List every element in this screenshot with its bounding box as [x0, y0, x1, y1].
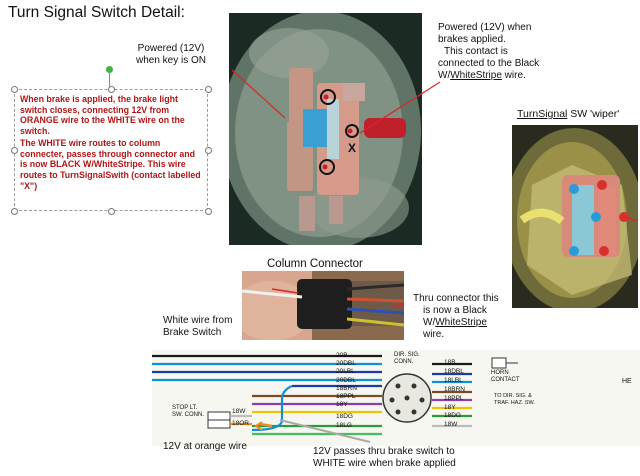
- wire-label-left-1: 20DBL: [336, 360, 356, 368]
- stop-light-switch: [207, 411, 252, 429]
- wire-label-left-0: 20B: [336, 352, 348, 359]
- wire-label-right-5: 18Y: [444, 403, 456, 411]
- explanation-textbox[interactable]: When brake is applied, the brake light s…: [14, 89, 208, 211]
- thru-line-3: W/WhiteStripe: [423, 317, 487, 328]
- wire-label-left-7: 18DG: [336, 413, 353, 421]
- thru-line-2: is now a Black: [423, 305, 487, 316]
- wiper-title: TurnSignal SW 'wiper': [517, 108, 619, 120]
- textbox-handle-tl[interactable]: [11, 86, 18, 93]
- column-connector-heading: Column Connector: [267, 258, 363, 270]
- wire-label-right-2: 18LBL: [444, 376, 463, 384]
- wire-label-left-3: 20DBL: [336, 376, 356, 384]
- horn-line-2: CONTACT: [491, 377, 520, 383]
- callout-brakes-line-1: Powered (12V) when: [438, 22, 532, 33]
- callout-brakes: Powered (12V) when brakes applied. This …: [438, 22, 539, 82]
- callout-brakes-line-5-text: WhiteStripe: [450, 70, 502, 81]
- white-wire-label-line-1: White wire from: [163, 315, 233, 326]
- schematic-left-labels: 20B 20DBL 20LBL 20DBL 18BRN 18PPL 18Y 18…: [336, 352, 357, 430]
- textbox-handle-tr[interactable]: [205, 86, 212, 93]
- page-title: Turn Signal Switch Detail:: [8, 4, 185, 21]
- wire-label-right-0: 18B: [444, 359, 456, 366]
- wiring-schematic: [152, 350, 640, 446]
- horn-line-1: HORN: [491, 370, 509, 376]
- orange-wire-caption: 12V at orange wire: [163, 441, 247, 452]
- dir-sig-line-2: CONN.: [394, 359, 414, 365]
- rotate-handle[interactable]: [106, 66, 113, 73]
- connector-photo: [242, 271, 404, 340]
- dir-sig-conn-label: DIR. SIG. CONN.: [394, 352, 420, 366]
- switch-photo: [229, 13, 422, 245]
- stop-wire-18w: 18W: [232, 408, 246, 415]
- callout-key-on-line-2: when key is ON: [136, 55, 207, 66]
- wiper-title-rest: SW 'wiper': [567, 108, 620, 120]
- rotate-handle-stem: [109, 73, 110, 87]
- stop-wire-18or: 18OR: [232, 420, 249, 427]
- to-dir-line-2: TRAF. HAZ. SW.: [494, 399, 535, 406]
- callout-key-on-line-1: Powered (12V): [137, 43, 205, 54]
- left-harness: [152, 354, 382, 436]
- stop-lt-label: STOP LT. SW. CONN.: [172, 405, 204, 419]
- thru-line-4: wire.: [423, 329, 445, 340]
- stop-lt-line-2: SW. CONN.: [172, 412, 205, 418]
- wire-label-left-2: 20LBL: [336, 368, 355, 376]
- wire-label-right-6: 18DG: [444, 412, 461, 420]
- wire-label-left-5: 18PPL: [336, 393, 356, 401]
- stop-lt-line-1: STOP LT.: [172, 405, 198, 411]
- wire-label-right-7: 18W: [444, 421, 458, 429]
- wire-label-right-3: 18BRN: [444, 385, 465, 393]
- to-dir-sig-label: TO DIR. SIG. & TRAF. HAZ. SW.: [494, 393, 535, 406]
- horn-contact: [491, 357, 518, 369]
- wire-label-left-6: 18Y: [336, 401, 348, 409]
- passes-line-1: 12V passes thru brake switch to: [313, 446, 455, 457]
- wiper-photo: [512, 125, 638, 308]
- textbox-handle-ml[interactable]: [11, 147, 18, 154]
- contact-x-label: X: [348, 141, 357, 155]
- explanation-para-2: The WHITE wire routes to column connecte…: [20, 137, 201, 191]
- dir-sig-line-1: DIR. SIG.: [394, 352, 420, 358]
- horn-contact-label: HORN CONTACT: [491, 370, 520, 384]
- callout-brakes-line-3: This contact is: [444, 46, 508, 57]
- wire-label-right-1: 18DBL: [444, 367, 464, 375]
- callout-brakes-line-2: brakes applied.: [438, 34, 506, 45]
- white-wire-label-line-2: Brake Switch: [163, 327, 222, 338]
- wire-label-left-4: 18BRN: [336, 384, 357, 392]
- thru-line-3-text: WhiteStripe: [435, 317, 487, 328]
- textbox-handle-tm[interactable]: [108, 86, 115, 93]
- callout-brakes-line-4: connected to the Black: [438, 58, 540, 69]
- thru-line-1: Thru connector this: [413, 293, 499, 304]
- schematic-right-labels: 18B 18DBL 18LBL 18BRN 18PPL 18Y 18DG 18W: [444, 359, 465, 430]
- wire-label-right-4: 18PPL: [444, 394, 464, 402]
- textbox-handle-br[interactable]: [205, 208, 212, 215]
- thru-connector-label: Thru connector this is now a Black W/Whi…: [413, 293, 499, 341]
- textbox-handle-bm[interactable]: [108, 208, 115, 215]
- passes-line-2: WHITE wire when brake applied: [313, 458, 456, 469]
- wire-label-left-8: 18LG: [336, 421, 352, 429]
- textbox-handle-bl[interactable]: [11, 208, 18, 215]
- to-dir-line-1: TO DIR. SIG. &: [494, 393, 532, 399]
- callout-brakes-line-5: W/WhiteStripe wire.: [438, 70, 526, 81]
- explanation-para-1: When brake is applied, the brake light s…: [20, 94, 185, 137]
- passes-caption: 12V passes thru brake switch to WHITE wi…: [313, 446, 456, 470]
- dir-sig-connector: [382, 373, 432, 423]
- textbox-handle-mr[interactable]: [205, 147, 212, 154]
- wiper-title-underlined: TurnSignal: [517, 108, 568, 120]
- he-label: HE: [622, 378, 632, 385]
- callout-key-on: Powered (12V) when key is ON: [136, 43, 206, 67]
- white-wire-label: White wire from Brake Switch: [163, 315, 232, 339]
- right-harness: [432, 362, 472, 428]
